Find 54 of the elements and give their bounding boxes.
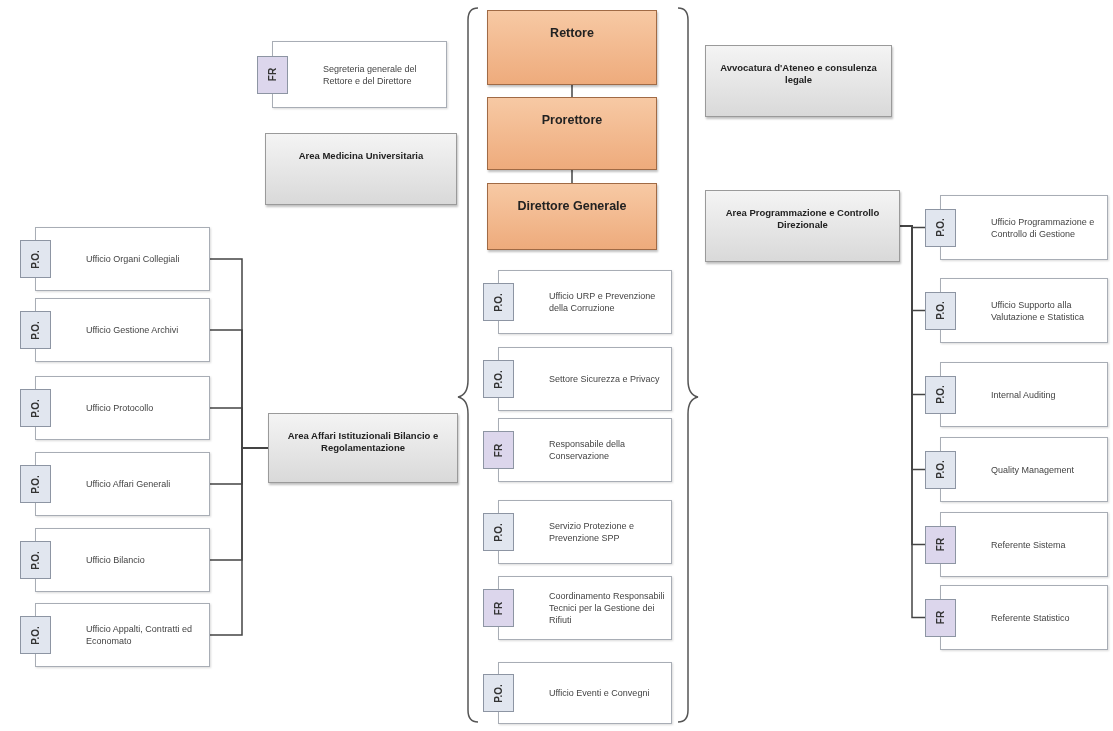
connector-line [571,84,573,98]
position-tag: P.O. [483,513,514,551]
office-name: Ufficio URP e Prevenzione della Corruzione [549,289,657,315]
area-box [265,133,457,205]
office-name: Ufficio Gestione Archivi [86,323,180,337]
position-tag: P.O. [925,291,956,330]
position-tag: P.O. [483,283,514,321]
position-tag: P.O. [20,389,51,427]
position-tag: FR [925,525,956,564]
office-name: Internal Auditing [991,388,1057,401]
position-tag: P.O. [20,240,51,278]
box-title: Rettore [550,25,594,42]
area-title: Avvocatura d'Ateneo e consulenza legale [719,62,878,88]
office-name: Ufficio Programmazione e Controllo di Gestione [991,215,1096,240]
office-name: Ufficio Affari Generali [86,477,172,491]
box-title: Direttore Generale [517,198,627,215]
area-title: Area Programmazione e Controllo Direzionale [724,207,881,233]
position-tag: P.O. [20,465,51,503]
area-box [268,413,458,483]
office-name: Ufficio Bilancio [86,553,146,567]
position-tag: P.O. [483,360,514,398]
office-name: Referente Statistico [991,611,1071,624]
position-tag: P.O. [20,311,51,349]
area-box [705,45,892,117]
office-name: Responsabile della Conservazione [549,437,627,463]
office-name: Settore Sicurezza e Privacy [549,372,661,386]
position-tag: P.O. [925,208,956,247]
position-tag: FR [483,431,514,469]
office-name: Servizio Protezione e Prevenzione SPP [549,519,636,545]
position-tag: P.O. [20,541,51,579]
office-name: Coordinamento Responsabili Tecnici per la Gestione dei Rifiuti [549,589,665,627]
office-name: Ufficio Organi Collegiali [86,252,181,266]
office-name: Ufficio Appalti, Contratti ed Economato [86,622,193,648]
area-title: Area Medicina Universitaria [298,150,424,163]
position-tag: P.O. [925,450,956,489]
position-tag: FR [257,55,288,94]
connector-line [571,169,573,184]
executive-box [487,97,657,170]
box-title: Prorettore [541,112,603,129]
position-tag: P.O. [483,674,514,712]
position-tag: P.O. [925,375,956,414]
position-tag: FR [483,589,514,627]
office-name: Segreteria generale del Rettore e del Direttore [323,62,418,87]
area-title: Area Affari Istituzionali Bilancio e Regolamentazione [286,430,440,456]
office-name: Ufficio Eventi e Convegni [549,686,651,700]
position-tag: FR [925,598,956,637]
office-name: Quality Management [991,463,1076,476]
office-name: Ufficio Supporto alla Valutazione e Statistica [991,298,1085,323]
area-box [705,190,900,262]
executive-box [487,183,657,250]
executive-box [487,10,657,85]
office-name: Ufficio Protocollo [86,401,155,415]
office-name: Referente Sistema [991,538,1067,551]
position-tag: P.O. [20,616,51,654]
